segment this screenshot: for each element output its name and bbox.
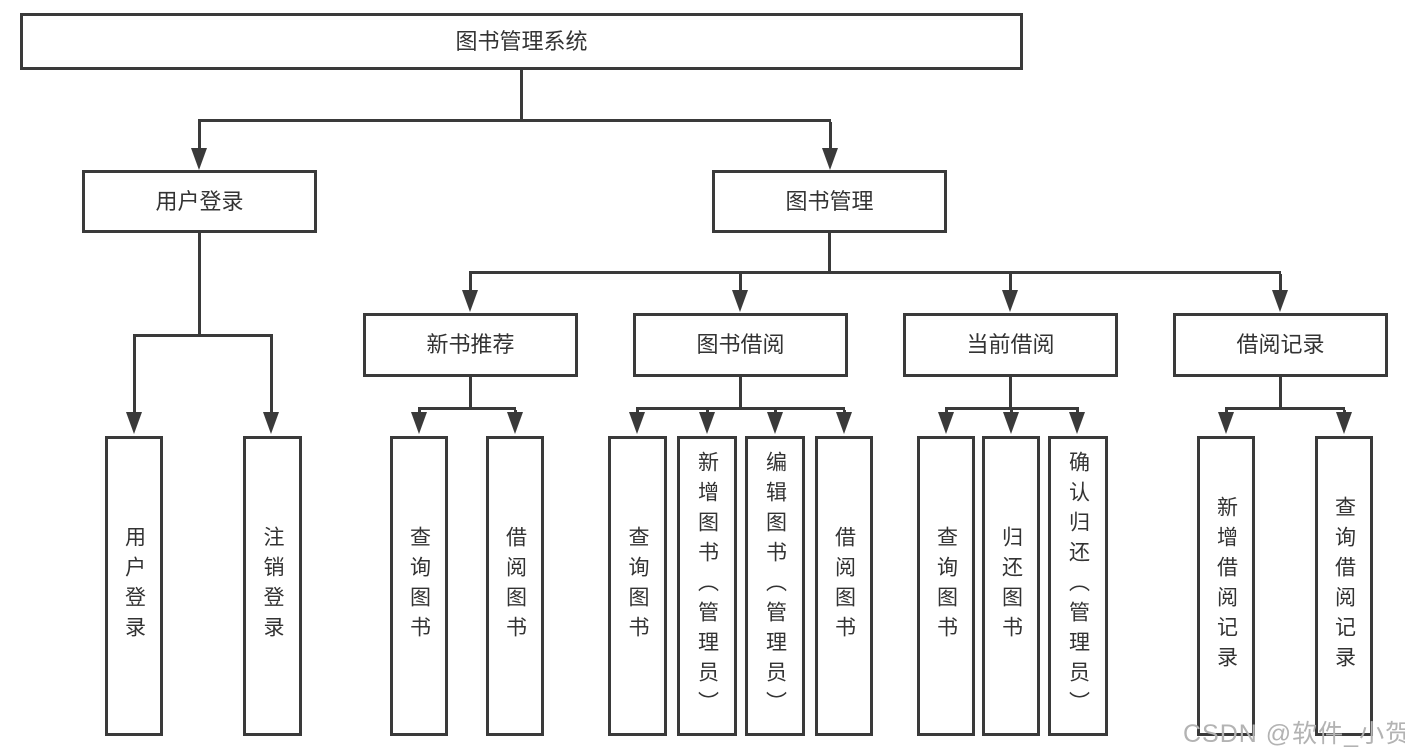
- arrowhead-down-icon: [699, 412, 715, 434]
- connector-current-stub: [1009, 377, 1012, 410]
- arrowhead-down-icon: [462, 290, 478, 312]
- arrowhead-down-icon: [1069, 412, 1085, 434]
- arrowhead-down-icon: [126, 412, 142, 434]
- node-user-login: 用户登录: [82, 170, 317, 233]
- connector-root-stub: [520, 70, 523, 122]
- arrowhead-down-icon: [263, 412, 279, 434]
- arrowhead-down-icon: [1003, 412, 1019, 434]
- node-query-borrow-record: 查询借阅记录: [1315, 436, 1373, 736]
- arrowhead-down-icon: [767, 412, 783, 434]
- connector-stem: [1279, 274, 1282, 291]
- arrowhead-down-icon: [1218, 412, 1234, 434]
- node-return-books: 归还图书: [982, 436, 1040, 736]
- node-add-book-admin: 新增图书（管理员）: [677, 436, 737, 736]
- node-borrow-records: 借阅记录: [1173, 313, 1388, 377]
- connector-records-stub: [1279, 377, 1282, 410]
- node-book-borrow: 图书借阅: [633, 313, 848, 377]
- connector-recommend-span: [418, 407, 516, 410]
- connector-records-span: [1225, 407, 1345, 410]
- arrowhead-down-icon: [836, 412, 852, 434]
- arrowhead-down-icon: [411, 412, 427, 434]
- node-logout: 注销登录: [243, 436, 302, 736]
- node-library-system: 图书管理系统: [20, 13, 1023, 70]
- connector-stem: [270, 337, 273, 413]
- connector-current-span: [945, 407, 1079, 410]
- connector-stem: [133, 337, 136, 413]
- connector-root-span: [198, 119, 831, 122]
- connector-borrow-stub: [739, 377, 742, 410]
- connector-bookmgmt-stub: [828, 233, 831, 271]
- node-borrow-books-recommend: 借阅图书: [486, 436, 544, 736]
- connector-userlogin-span: [133, 334, 273, 337]
- arrowhead-down-icon: [507, 412, 523, 434]
- node-query-books-borrow: 查询图书: [608, 436, 667, 736]
- node-query-books-recommend: 查询图书: [390, 436, 448, 736]
- connector-borrow-span: [636, 407, 845, 410]
- connector-stem: [1009, 274, 1012, 291]
- node-user-login-leaf: 用户登录: [105, 436, 163, 736]
- arrowhead-down-icon: [191, 148, 207, 170]
- arrowhead-down-icon: [1272, 290, 1288, 312]
- node-current-borrow: 当前借阅: [903, 313, 1118, 377]
- node-new-book-recommend: 新书推荐: [363, 313, 578, 377]
- node-book-management: 图书管理: [712, 170, 947, 233]
- arrowhead-down-icon: [629, 412, 645, 434]
- arrowhead-down-icon: [822, 148, 838, 170]
- node-confirm-return-admin: 确认归还（管理员）: [1048, 436, 1108, 736]
- arrowhead-down-icon: [1336, 412, 1352, 434]
- connector-userlogin-stub: [198, 233, 201, 334]
- node-query-books-current: 查询图书: [917, 436, 975, 736]
- csdn-watermark: CSDN @软件_小贺同学: [1183, 720, 1405, 747]
- arrowhead-down-icon: [1002, 290, 1018, 312]
- connector-stem: [739, 274, 742, 291]
- node-edit-book-admin: 编辑图书（管理员）: [745, 436, 805, 736]
- arrowhead-down-icon: [938, 412, 954, 434]
- connector-bookmgmt-span: [469, 271, 1281, 274]
- arrowhead-down-icon: [732, 290, 748, 312]
- node-add-borrow-record: 新增借阅记录: [1197, 436, 1255, 736]
- connector-recommend-stub: [469, 377, 472, 410]
- connector-stem: [198, 122, 201, 150]
- connector-stem: [469, 274, 472, 291]
- node-borrow-books-borrow: 借阅图书: [815, 436, 873, 736]
- connector-stem: [829, 122, 832, 150]
